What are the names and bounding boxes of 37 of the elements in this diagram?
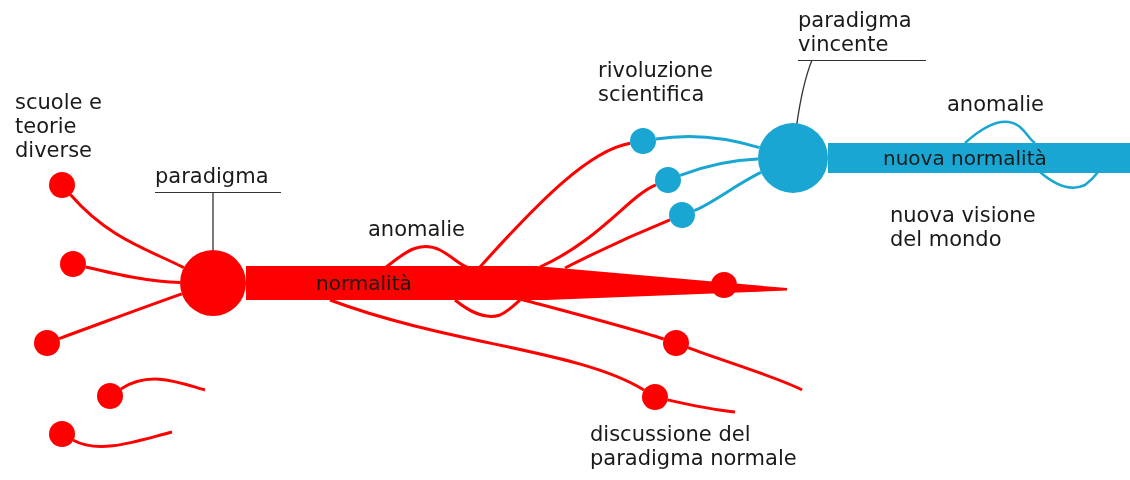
callout-label: paradigma vincente — [798, 8, 926, 61]
circle-node — [97, 383, 123, 409]
callout-label: paradigma — [155, 164, 281, 193]
connector-line — [519, 297, 665, 341]
circle-node — [669, 202, 695, 228]
connector-line — [539, 183, 657, 269]
connector-line — [478, 141, 631, 268]
leader-line — [212, 191, 214, 251]
connector-line — [564, 218, 671, 270]
band — [246, 266, 787, 300]
annotation-text: anomalie — [368, 217, 465, 241]
circle-node — [655, 167, 681, 193]
circle-node — [60, 251, 86, 277]
annotation-text: discussione del paradigma normale — [590, 422, 798, 470]
connector-line — [687, 346, 803, 392]
connector-line — [329, 298, 645, 392]
annotation-text: nuova visione del mondo — [890, 203, 1037, 251]
annotation-text: scuole e teorie diverse — [15, 90, 103, 162]
connector-line — [679, 157, 759, 177]
connector-line — [69, 193, 185, 270]
connector-line — [58, 292, 183, 340]
annotation-text: rivoluzione scientifica — [598, 58, 714, 106]
band-label: nuova normalità — [883, 146, 1047, 170]
band — [828, 143, 1130, 173]
circle-node — [49, 172, 75, 198]
connector-line — [693, 171, 762, 212]
circle-node — [630, 128, 656, 154]
circle-node — [34, 330, 60, 356]
connector-line — [120, 377, 206, 392]
band-label: normalità — [316, 271, 412, 295]
circle-node — [49, 421, 75, 447]
circle-node — [663, 330, 689, 356]
circle-node — [642, 384, 668, 410]
connector-line — [85, 265, 181, 284]
connector-line — [655, 134, 760, 150]
annotation-text: anomalie — [947, 92, 1044, 116]
connector-line — [72, 430, 173, 448]
